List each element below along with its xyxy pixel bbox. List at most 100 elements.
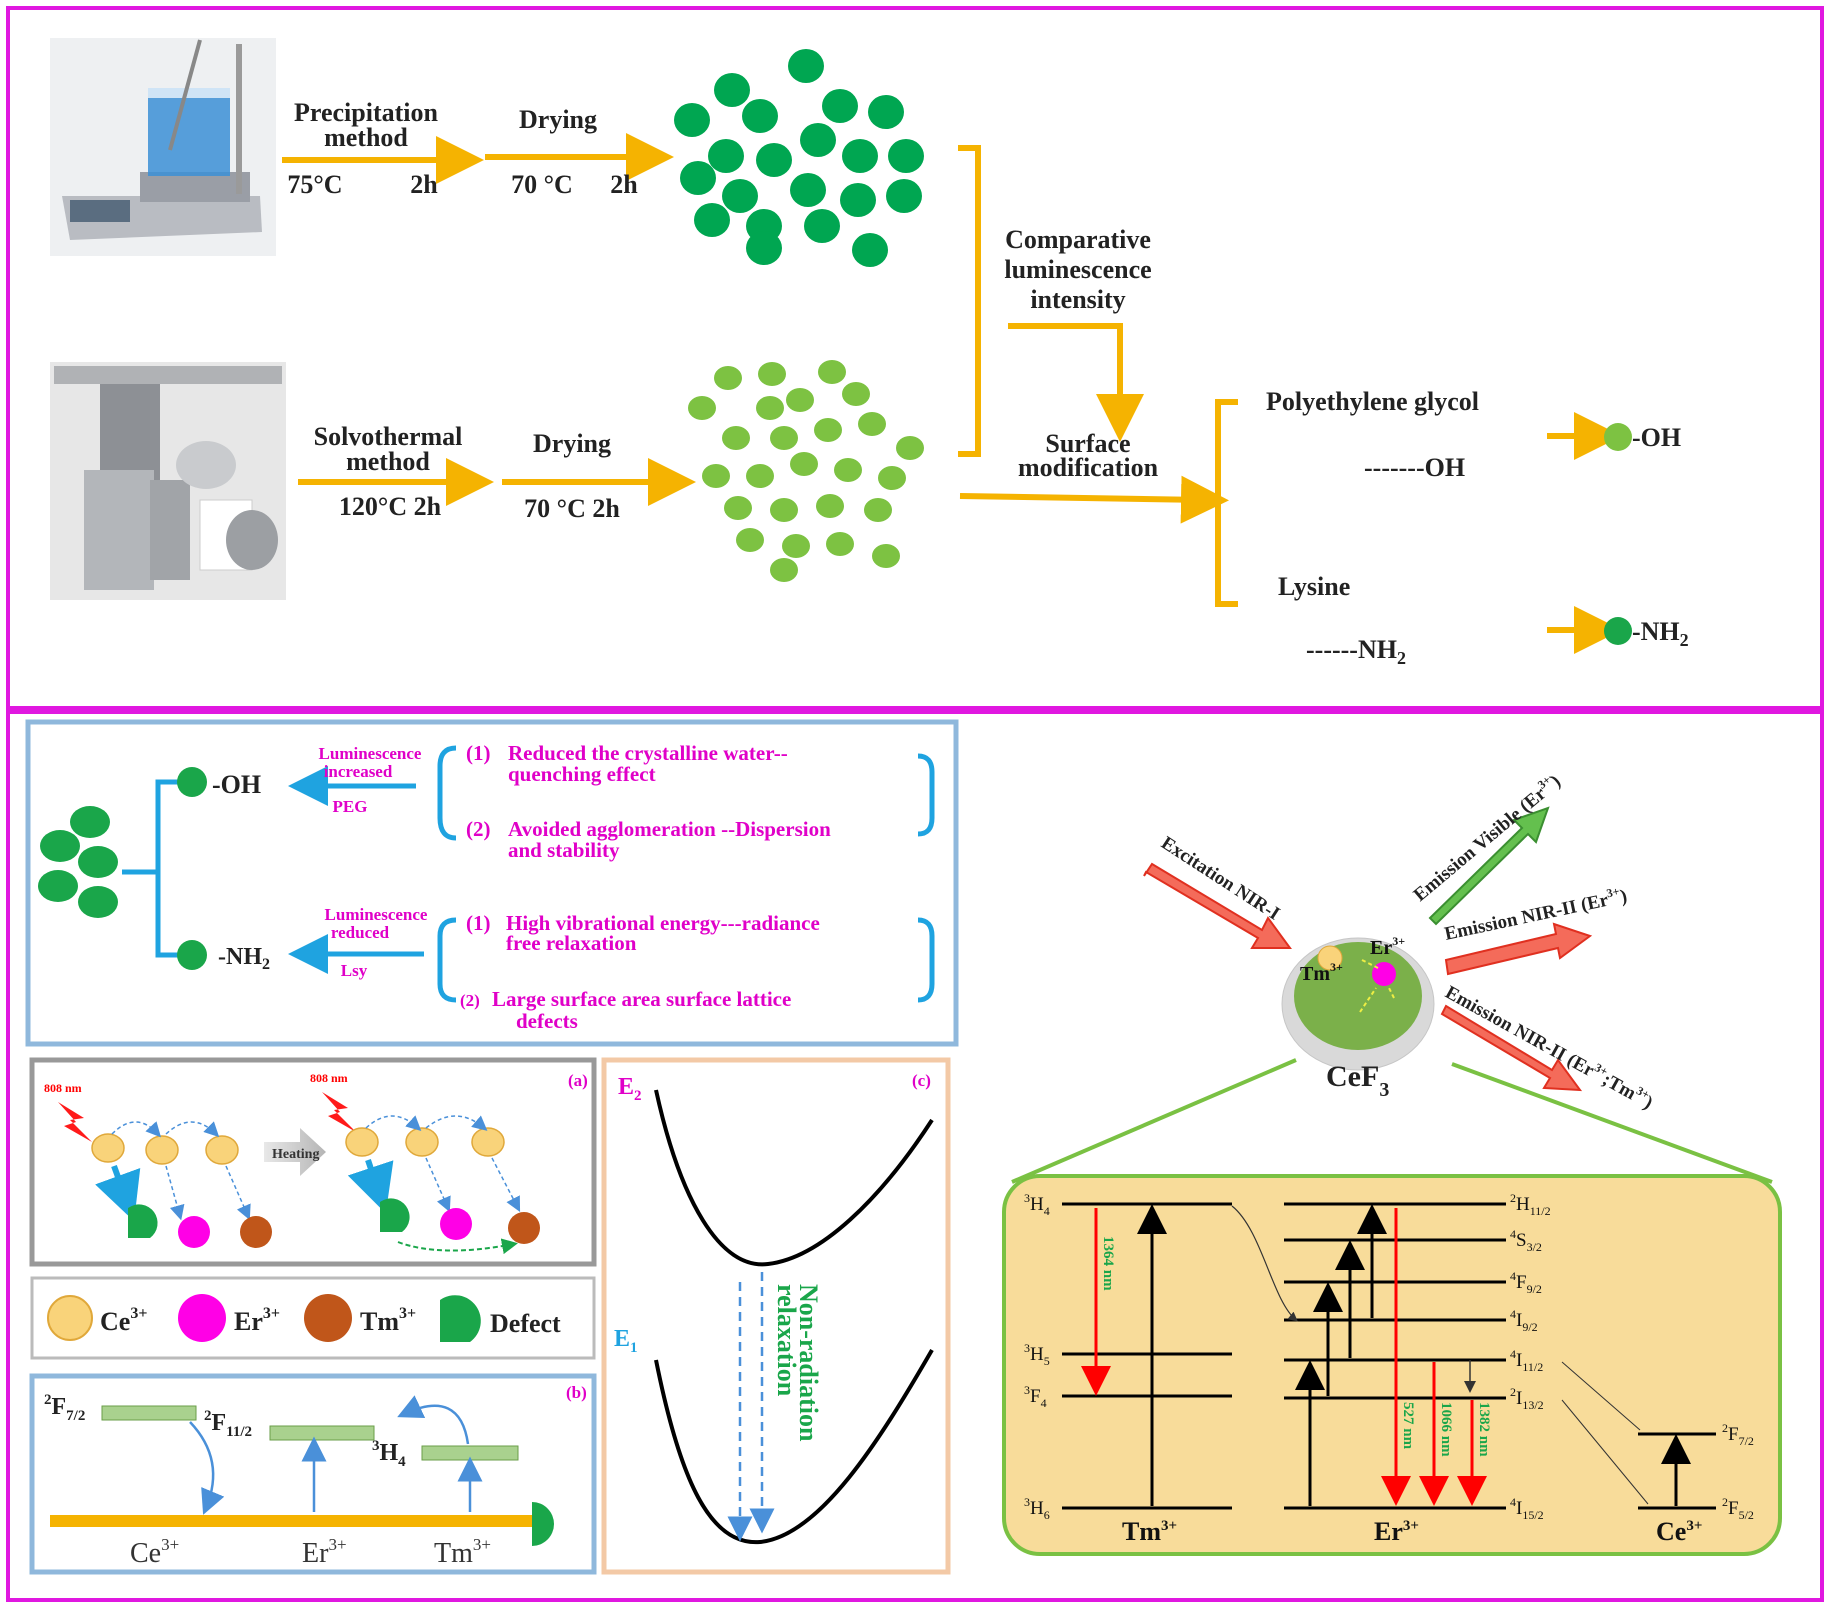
particle [688, 396, 716, 420]
heating-label: Heating [272, 1147, 319, 1162]
lys-group: ------NH2 [1306, 635, 1406, 668]
laser-label-2: 808 nm [310, 1071, 348, 1085]
emission-nir2-label: Emission NIR-II (Er3+) [1442, 883, 1629, 945]
energy-level-er-3: 4I9/2 [1510, 1307, 1538, 1334]
particle [826, 532, 854, 556]
particle [888, 139, 924, 173]
energy-level-tm-3: 3H6 [1024, 1495, 1050, 1522]
lum-inc-line1: Luminescence [319, 744, 422, 763]
item-1b-num: (1) [466, 911, 491, 935]
particle [770, 558, 798, 582]
compare-line3: intensity [1030, 285, 1125, 314]
level-2f72: 2F7/2 [44, 1392, 85, 1424]
host-label: CeF3 [1326, 1060, 1389, 1101]
particle [864, 498, 892, 522]
particle [708, 139, 744, 173]
mechanism-items: (1) Reduced the crystalline water-- quen… [460, 741, 831, 1033]
particle [722, 426, 750, 450]
particle [872, 544, 900, 568]
surface-line2: modification [1018, 453, 1159, 482]
result-nh2-particle [1604, 617, 1632, 645]
lum-red-line2: reduced [331, 923, 390, 942]
legend-tm: Tm3+ [360, 1305, 416, 1336]
laser-icon-2 [322, 1092, 356, 1132]
particle [694, 203, 730, 237]
surface-line1: Surface [1045, 429, 1130, 458]
energy-level-er-4: 4I11/2 [1510, 1347, 1543, 1374]
mechanism-arrows [288, 766, 424, 974]
particle [886, 179, 922, 213]
particle [746, 464, 774, 488]
particle [714, 73, 750, 107]
autoclave-photo [50, 362, 286, 600]
lysine-label: Lysine [1278, 572, 1350, 601]
wl-1364: 1364 nm [1100, 1236, 1116, 1291]
legend-box [30, 1276, 596, 1360]
stirrer-photo [50, 38, 276, 256]
top-frame [6, 6, 1824, 710]
energy-diagram: 1364 nm 527 nm 1066 nm 1382 nm [1062, 1202, 1716, 1510]
mechanism-cluster [38, 806, 118, 918]
particle [724, 496, 752, 520]
wl-1382: 1382 nm [1476, 1402, 1492, 1457]
precip-method-line1: Precipitation [294, 98, 438, 127]
item-1a-line2: quenching effect [508, 762, 656, 786]
legend-ce: Ce3+ [100, 1305, 147, 1336]
panel-c-content: E2 E1 Non-radiation relaxation [614, 1074, 934, 1545]
mechanism-tree [122, 779, 178, 958]
particle [790, 173, 826, 207]
emission-nir2b-label: Emission NIR-II (Er3+;Tm3+) [1442, 979, 1658, 1113]
legend-er-swatch [178, 1294, 226, 1342]
legend-tm-swatch [304, 1294, 352, 1342]
legend-defect-swatch [440, 1295, 481, 1342]
drying2-label: Drying [533, 429, 611, 458]
result-oh-particle [1604, 423, 1632, 451]
precip-temp: 75°C [287, 170, 342, 199]
particle [852, 233, 888, 267]
particle [896, 436, 924, 460]
item-1b-line1: High vibrational energy---radiance [506, 911, 820, 935]
particle [746, 231, 782, 265]
particle [756, 396, 784, 420]
energy-panel [1002, 1174, 1782, 1556]
particle [714, 366, 742, 390]
particle [782, 534, 810, 558]
energy-level-tm-0: 3H4 [1024, 1191, 1050, 1218]
energy-ion-er: Er3+ [1374, 1517, 1419, 1546]
particle [842, 382, 870, 406]
mechanism-braces [437, 745, 935, 1003]
drying1-label: Drying [519, 105, 597, 134]
particle [786, 388, 814, 412]
compare-line1: Comparative [1005, 225, 1151, 254]
laser-icon-1 [58, 1102, 92, 1142]
ion-er: Er3+ [302, 1535, 347, 1569]
particle [816, 494, 844, 518]
legend: Ce3+ Er3+ Tm3+ Defect [47, 1294, 561, 1342]
energy-level-er-0: 2H11/2 [1510, 1191, 1551, 1218]
er-in-particle: Er3+ [1370, 934, 1405, 959]
particle [878, 466, 906, 490]
item-1a-line1: Reduced the crystalline water-- [508, 741, 788, 765]
relax-line1: Non-radiation [794, 1284, 823, 1442]
oh-particle [177, 767, 207, 797]
particle [790, 452, 818, 476]
lum-red-line1: Luminescence [325, 905, 428, 924]
particle [818, 360, 846, 384]
energy-labels: 3H43H53F43H62H11/24S3/24F9/24I9/24I11/22… [1024, 1191, 1754, 1522]
mechanism-notes: Luminescence increased PEG Luminescence … [319, 744, 428, 980]
legend-ce-swatch [47, 1295, 93, 1341]
laser-label-1: 808 nm [44, 1081, 82, 1095]
precip-method-line2: method [324, 123, 408, 152]
particle [834, 458, 862, 482]
particle [814, 418, 842, 442]
wl-1066: 1066 nm [1438, 1402, 1454, 1457]
particle [674, 103, 710, 137]
item-2b-line1: Large surface area surface lattice [492, 987, 791, 1011]
particle [858, 412, 886, 436]
e2-label: E2 [618, 1074, 642, 1104]
particle [840, 183, 876, 217]
compare-line2: luminescence [1004, 255, 1151, 284]
panel-c-label: (c) [912, 1071, 931, 1090]
item-1a-num: (1) [466, 741, 491, 765]
energy-level-er-5: 2I13/2 [1510, 1385, 1544, 1412]
